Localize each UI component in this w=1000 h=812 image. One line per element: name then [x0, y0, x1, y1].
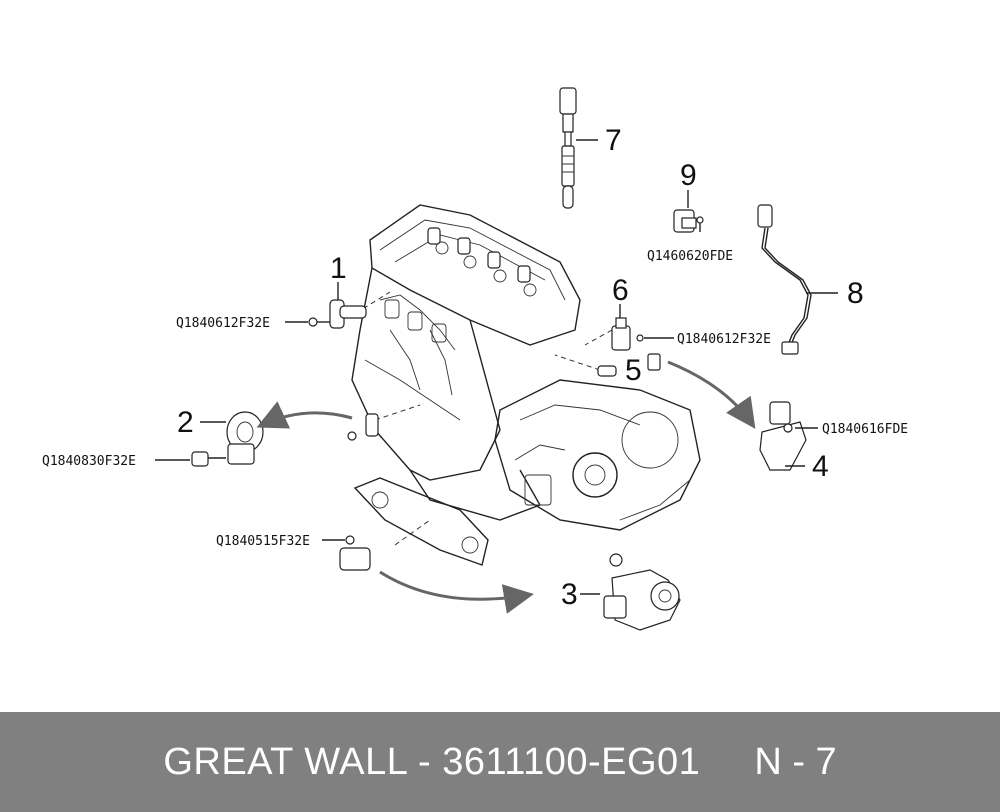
callout-3: 3: [561, 578, 578, 611]
arrow-2: [256, 401, 353, 429]
arrow-4: [667, 360, 756, 429]
callout-8: 8: [847, 277, 864, 310]
callout-9: 9: [680, 159, 697, 192]
footer-title: GREAT WALL - 3611100-EG01: [163, 740, 701, 783]
oxygen-sensor-downstream-illustration: [757, 204, 812, 355]
callout-5: 5: [625, 354, 642, 387]
callout-7: 7: [605, 124, 622, 157]
footer-bar: GREAT WALL - 3611100-EG01 N - 7: [0, 712, 1000, 812]
crank-sensor-illustration: [759, 401, 807, 471]
sensor-6-illustration: [611, 317, 644, 351]
callout-6: 6: [612, 274, 629, 307]
part-number-3: Q1840515F32E: [216, 534, 310, 549]
manifold-sensor-illustration: [339, 477, 681, 631]
engine-sensor-diagram: 1 2 3 4 5 6 7 8 9 Q1840612F32E Q1840830F…: [42, 87, 908, 631]
callout-2: 2: [177, 406, 194, 439]
part-number-6: Q1840612F32E: [677, 332, 771, 347]
arrow-3: [379, 570, 534, 614]
sensor-1-illustration: [308, 299, 367, 329]
footer-page-label: N - 7: [754, 740, 837, 783]
part-number-1: Q1840612F32E: [176, 316, 270, 331]
oxygen-sensor-upstream-illustration: [559, 87, 577, 209]
callout-1: 1: [330, 252, 347, 285]
part-number-9: Q1460620FDE: [647, 249, 733, 264]
callout-4: 4: [812, 450, 829, 483]
sensor-9-illustration: [673, 209, 704, 233]
knock-sensor-illustration: [191, 411, 379, 467]
sensor-5-illustration: [597, 353, 661, 377]
part-number-4: Q1840616FDE: [822, 422, 908, 437]
engine-block-illustration: [347, 204, 701, 546]
part-number-2: Q1840830F32E: [42, 454, 136, 469]
